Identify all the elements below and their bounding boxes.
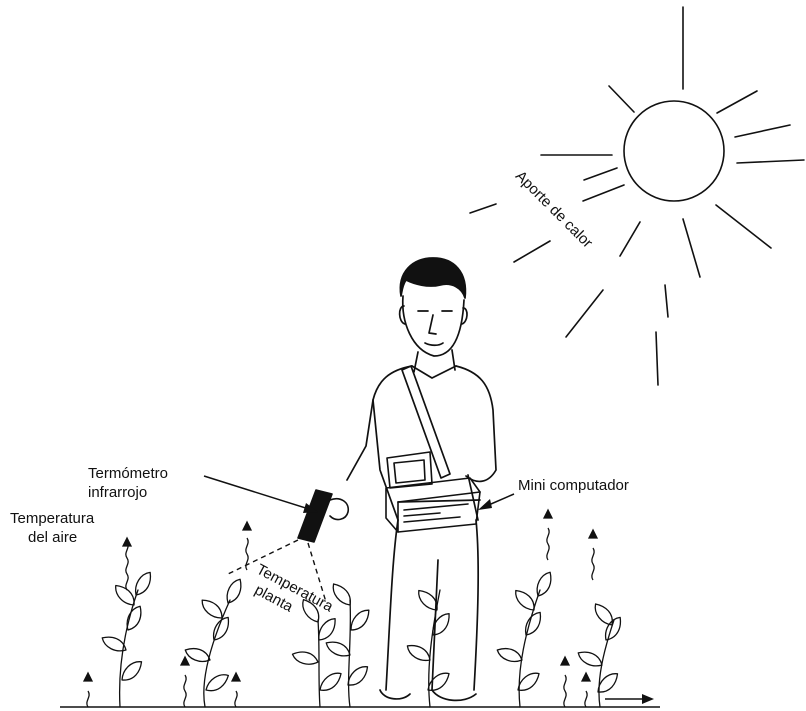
heat-wave-icon: [181, 657, 189, 707]
plant-icon: [495, 570, 557, 707]
infrared-thermometer-icon: [298, 490, 348, 542]
leader-arrow-computer: [478, 494, 514, 510]
heat-wave-icon: [84, 673, 92, 707]
ground-arrow-icon: [605, 694, 654, 704]
plants: [100, 570, 627, 707]
heat-wave-icon: [123, 538, 131, 590]
ir-thermometer-label: Termómetro infrarrojo: [88, 464, 168, 502]
heat-wave-icon: [544, 510, 552, 560]
mini-computer-icon: [386, 452, 480, 532]
air-temperature-label: Temperatura del aire: [10, 509, 94, 547]
mini-computer-label: Mini computador: [518, 476, 629, 495]
heat-wave-icon: [232, 673, 240, 707]
heat-wave-icon: [582, 673, 590, 707]
leader-arrow-thermometer: [204, 476, 318, 513]
plant-icon: [576, 600, 627, 707]
heat-wave-icon: [561, 657, 569, 707]
plant-icon: [405, 586, 455, 707]
ir-thermometer-label-line1: Termómetro: [88, 465, 168, 482]
ir-thermometer-label-line2: infrarrojo: [88, 484, 147, 501]
plant-icon: [183, 577, 247, 707]
heat-wave-icon: [243, 522, 251, 570]
heat-wave-icon: [589, 530, 597, 580]
person-figure: [347, 258, 496, 700]
sun-icon: [470, 7, 804, 385]
air-temperature-label-line2: del aire: [10, 528, 77, 547]
plant-icon: [100, 570, 157, 707]
air-temperature-label-line1: Temperatura: [10, 510, 94, 527]
